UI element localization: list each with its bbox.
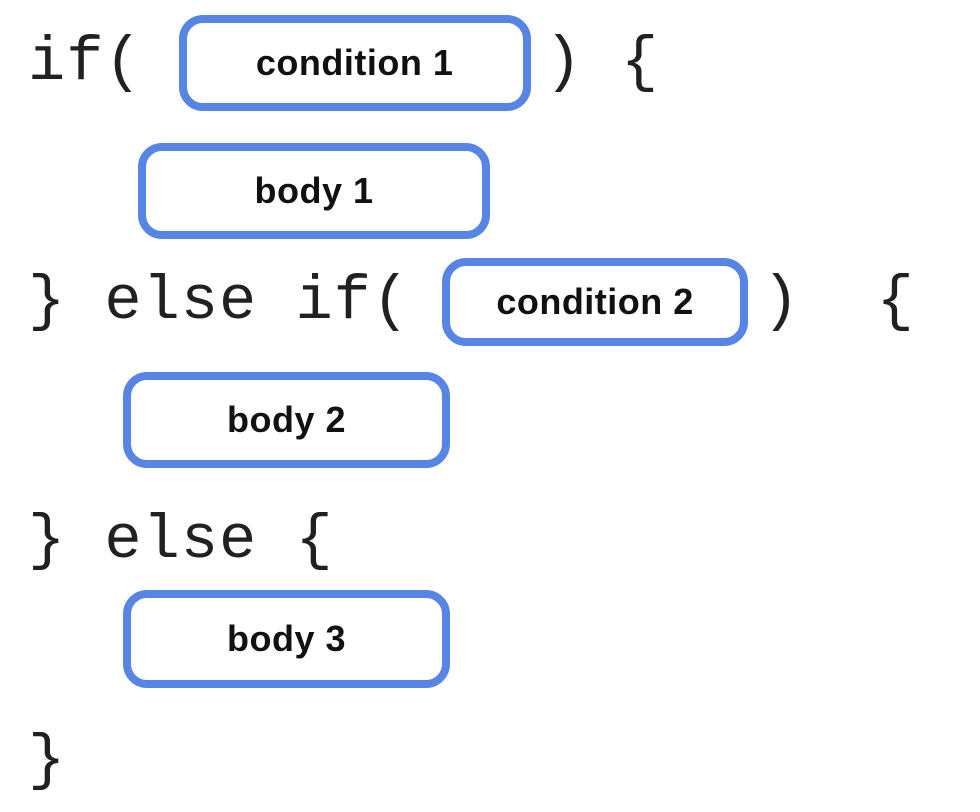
code-else: } else { (28, 505, 334, 576)
body-1-label: body 1 (254, 170, 374, 211)
condition-1-box: condition 1 (178, 15, 531, 111)
code-else-if-close: ) { (762, 266, 915, 337)
line-if: if( condition 1 ) { (28, 15, 659, 111)
line-body-3: body 3 (123, 590, 450, 688)
line-body-2: body 2 (123, 372, 450, 468)
line-body-1: body 1 (138, 143, 490, 239)
body-2-label: body 2 (226, 399, 346, 440)
code-closing-brace: } (28, 725, 67, 796)
line-closing-brace: } (28, 722, 66, 800)
line-else-if: } else if( condition 2 ) { (28, 258, 915, 346)
body-3-label: body 3 (226, 618, 346, 659)
line-else: } else { (28, 505, 334, 577)
code-if-open: if( (28, 27, 143, 98)
condition-2-label: condition 2 (496, 281, 694, 322)
condition-1-label: condition 1 (255, 42, 454, 83)
body-3-box: body 3 (123, 590, 450, 688)
body-1-box: body 1 (138, 143, 490, 239)
condition-2-box: condition 2 (442, 258, 749, 346)
body-2-box: body 2 (123, 372, 450, 468)
code-else-if-open: } else if( (28, 266, 411, 337)
code-if-close: ) { (544, 27, 660, 98)
